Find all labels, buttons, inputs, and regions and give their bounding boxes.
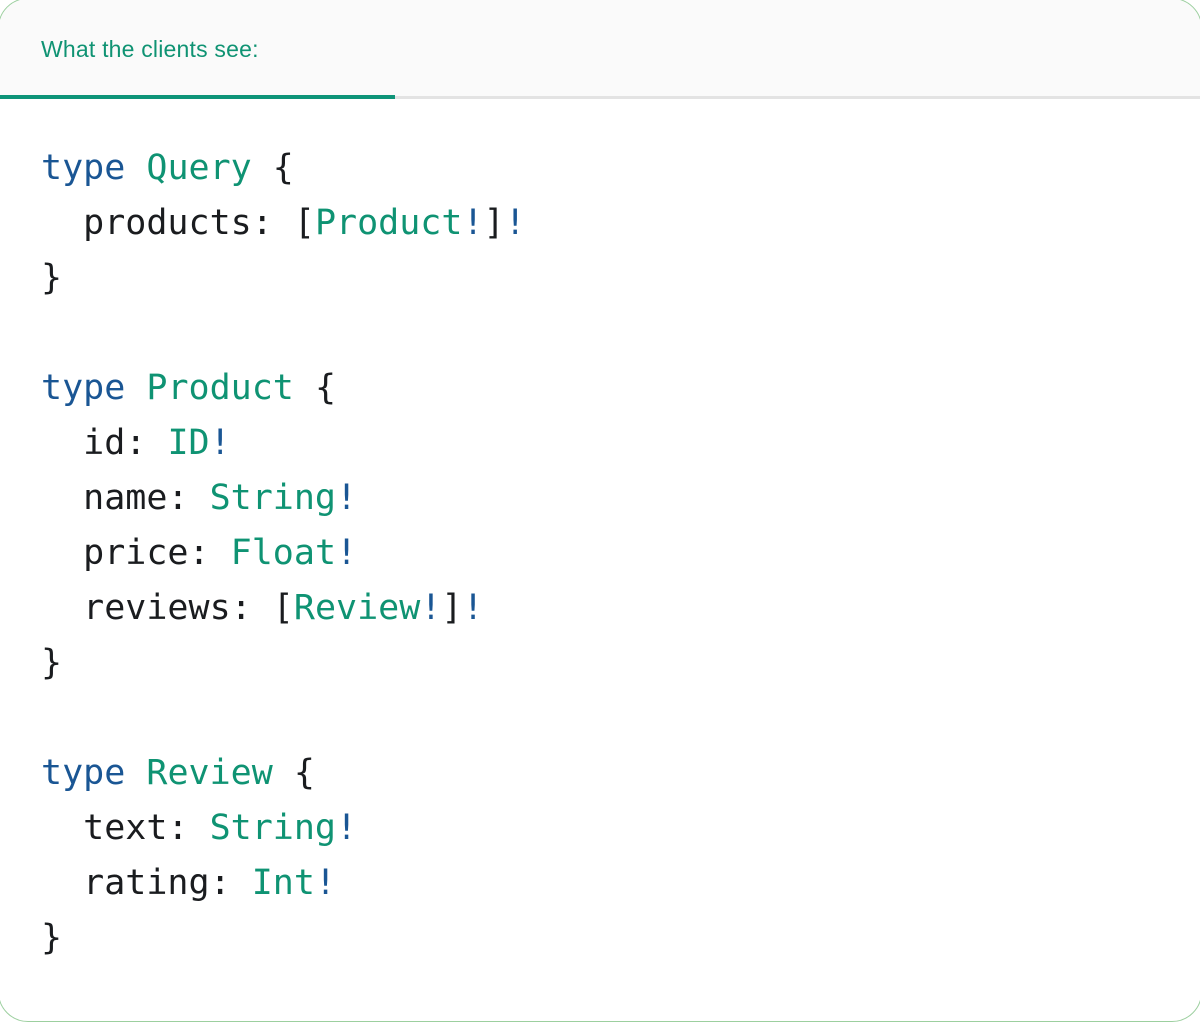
active-tab-underline	[0, 95, 395, 99]
tab-bar-divider	[0, 96, 1200, 99]
code-token-bang: !	[462, 588, 484, 628]
code-token-plain: }	[41, 643, 63, 683]
code-line: price: Float!	[41, 526, 1161, 581]
code-token-type: Int	[251, 863, 315, 903]
code-line: reviews: [Review!]!	[41, 581, 1161, 636]
code-line: products: [Product!]!	[41, 196, 1161, 251]
code-token-bang: !	[336, 533, 358, 573]
code-token-plain: }	[41, 258, 63, 298]
code-token-type: Product	[314, 203, 463, 243]
code-line: type Review {	[41, 746, 1161, 801]
code-token-plain: }	[41, 918, 63, 958]
code-token-bang: !	[420, 588, 442, 628]
code-token-bang: !	[336, 478, 358, 518]
code-line	[41, 306, 1161, 361]
code-line: }	[41, 251, 1161, 306]
code-token-plain: name:	[41, 478, 210, 518]
code-token-bang: !	[336, 808, 358, 848]
code-token-bang: !	[209, 423, 231, 463]
code-line: type Product {	[41, 361, 1161, 416]
code-token-type: Review	[293, 588, 421, 628]
code-tab-bar: What the clients see:	[0, 0, 1200, 99]
code-token-kw: type	[41, 148, 126, 188]
code-token-plain: ]	[483, 203, 505, 243]
code-line: }	[41, 636, 1161, 691]
code-line: type Query {	[41, 141, 1161, 196]
code-token-plain	[125, 368, 146, 408]
code-token-bang: !	[314, 863, 337, 903]
code-token-bang: !	[462, 203, 484, 243]
code-token-plain: id:	[41, 423, 168, 463]
code-line: name: String!	[41, 471, 1161, 526]
code-token-plain: products: [	[41, 203, 315, 243]
code-token-type: Review	[146, 753, 273, 793]
code-line: id: ID!	[41, 416, 1161, 471]
code-token-plain	[125, 148, 146, 188]
code-token-kw: type	[41, 753, 126, 793]
tab-label: What the clients see:	[41, 35, 259, 62]
code-token-type: Product	[146, 368, 294, 408]
code-token-type: ID	[167, 423, 210, 463]
code-token-type: String	[209, 478, 337, 518]
graphql-schema-code-block: type Query { products: [Product!]!}type …	[0, 99, 1200, 966]
tab-what-clients-see[interactable]: What the clients see:	[0, 0, 395, 99]
code-line: }	[41, 911, 1161, 966]
code-line: text: String!	[41, 801, 1161, 856]
code-token-plain: ]	[441, 588, 463, 628]
code-line: rating: Int!	[41, 856, 1161, 911]
code-token-plain: reviews: [	[41, 588, 294, 628]
code-token-type: Query	[146, 148, 252, 188]
code-token-plain: {	[293, 368, 337, 408]
code-token-plain: {	[272, 753, 315, 793]
code-token-plain: text:	[41, 808, 210, 848]
code-token-plain	[125, 753, 146, 793]
code-token-plain: {	[251, 148, 294, 188]
code-token-plain: price:	[41, 533, 231, 573]
code-token-plain: rating:	[41, 863, 252, 903]
code-token-bang: !	[504, 203, 526, 243]
code-line	[41, 691, 1161, 746]
code-token-type: Float	[230, 533, 337, 573]
code-token-type: String	[209, 808, 337, 848]
code-token-kw: type	[41, 368, 126, 408]
